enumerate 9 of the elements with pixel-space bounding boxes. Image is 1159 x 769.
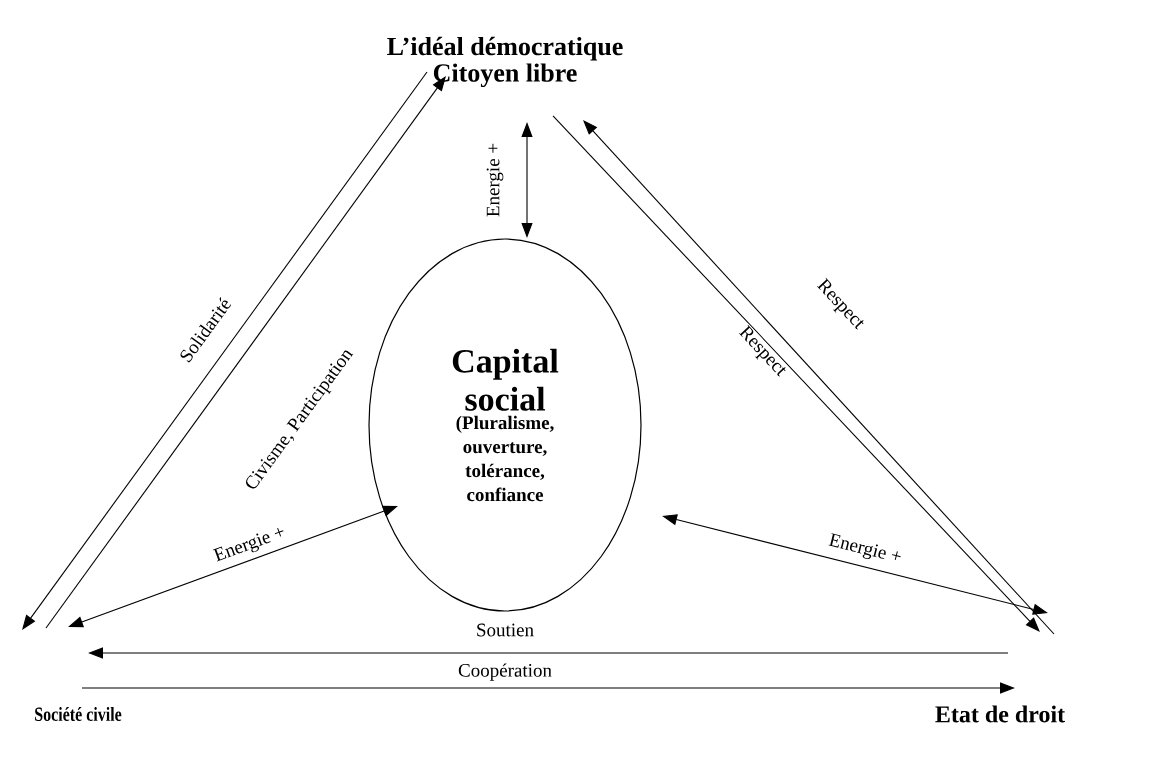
- edge-label: Energie +: [211, 523, 289, 567]
- node-label: Etat de droit: [935, 705, 1065, 723]
- heading-text: L’idéal démocratique Citoyen libre: [387, 36, 623, 88]
- edge-label: Energie +: [825, 531, 905, 569]
- edge-label: Coopération: [457, 662, 553, 682]
- arrow: [68, 505, 398, 628]
- edge-label: Energie +: [485, 141, 505, 219]
- node-label: Société civile: [35, 706, 122, 722]
- edge-label: Soutien: [475, 622, 536, 638]
